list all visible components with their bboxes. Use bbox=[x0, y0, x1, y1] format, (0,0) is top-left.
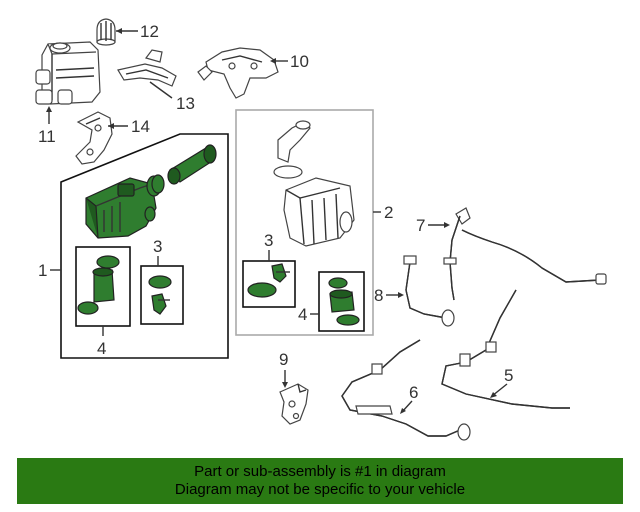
part-5-pipe bbox=[441, 289, 570, 409]
notice-line-2: Diagram may not be specific to your vehi… bbox=[174, 481, 466, 498]
part-6-pipe bbox=[341, 339, 471, 441]
svg-text:4: 4 bbox=[298, 305, 307, 324]
part-12-cap bbox=[96, 18, 116, 46]
subgroup-3-left-box bbox=[140, 265, 184, 325]
callout-12: 12 bbox=[116, 22, 159, 41]
svg-text:13: 13 bbox=[176, 94, 195, 113]
part-3-right-sensor bbox=[247, 263, 290, 298]
svg-text:12: 12 bbox=[140, 22, 159, 41]
callout-4-left: 4 bbox=[97, 326, 106, 358]
svg-text:10: 10 bbox=[290, 52, 309, 71]
part-4-right-couplers bbox=[328, 277, 360, 326]
svg-text:7: 7 bbox=[416, 216, 425, 235]
callout-5: 5 bbox=[490, 366, 513, 398]
callout-2: 2 bbox=[373, 203, 393, 222]
part-7-pipe bbox=[443, 207, 607, 301]
svg-text:2: 2 bbox=[384, 203, 393, 222]
part-2-intercooler bbox=[273, 120, 355, 247]
part-14-bracket bbox=[75, 111, 113, 165]
callout-4-right: 4 bbox=[298, 305, 319, 324]
part-3-left-sensor bbox=[148, 275, 172, 315]
part-4-left-couplers bbox=[77, 255, 120, 315]
callout-10: 10 bbox=[270, 52, 309, 71]
part-10-mount-bracket bbox=[197, 47, 279, 99]
assembly-1-outline bbox=[60, 133, 229, 359]
assembly-2-outline bbox=[235, 109, 374, 336]
part-1-intercooler bbox=[85, 175, 162, 239]
notice-line-1: Part or sub-assembly is #1 in diagram bbox=[194, 463, 446, 480]
diagram-notice-banner: Part or sub-assembly is #1 in diagram Di… bbox=[17, 458, 623, 504]
part-9-bracket bbox=[279, 383, 309, 425]
svg-text:11: 11 bbox=[38, 127, 56, 146]
svg-text:1: 1 bbox=[38, 261, 47, 280]
svg-text:6: 6 bbox=[409, 383, 418, 402]
part-1-intake-hose bbox=[151, 144, 217, 194]
callout-7: 7 bbox=[416, 216, 450, 235]
callout-3-right: 3 bbox=[264, 231, 273, 261]
part-11-reservoir bbox=[35, 41, 101, 105]
svg-text:3: 3 bbox=[153, 237, 162, 256]
svg-text:3: 3 bbox=[264, 231, 273, 250]
callout-11: 11 bbox=[38, 106, 56, 146]
subgroup-4-right-box bbox=[318, 271, 365, 332]
svg-text:14: 14 bbox=[131, 117, 150, 136]
svg-text:8: 8 bbox=[374, 286, 383, 305]
svg-text:5: 5 bbox=[504, 366, 513, 385]
part-13-strap bbox=[117, 49, 177, 87]
part-8-pipe bbox=[403, 255, 455, 327]
svg-text:4: 4 bbox=[97, 339, 106, 358]
callout-14: 14 bbox=[108, 117, 150, 136]
svg-text:9: 9 bbox=[279, 350, 288, 369]
callout-8: 8 bbox=[374, 286, 404, 305]
callout-6: 6 bbox=[400, 383, 418, 414]
callout-1: 1 bbox=[38, 261, 61, 280]
parts-diagram: 12 11 13 14 bbox=[35, 18, 607, 441]
callout-3-left: 3 bbox=[153, 237, 162, 266]
callout-13: 13 bbox=[149, 81, 195, 113]
callout-9: 9 bbox=[279, 350, 288, 388]
